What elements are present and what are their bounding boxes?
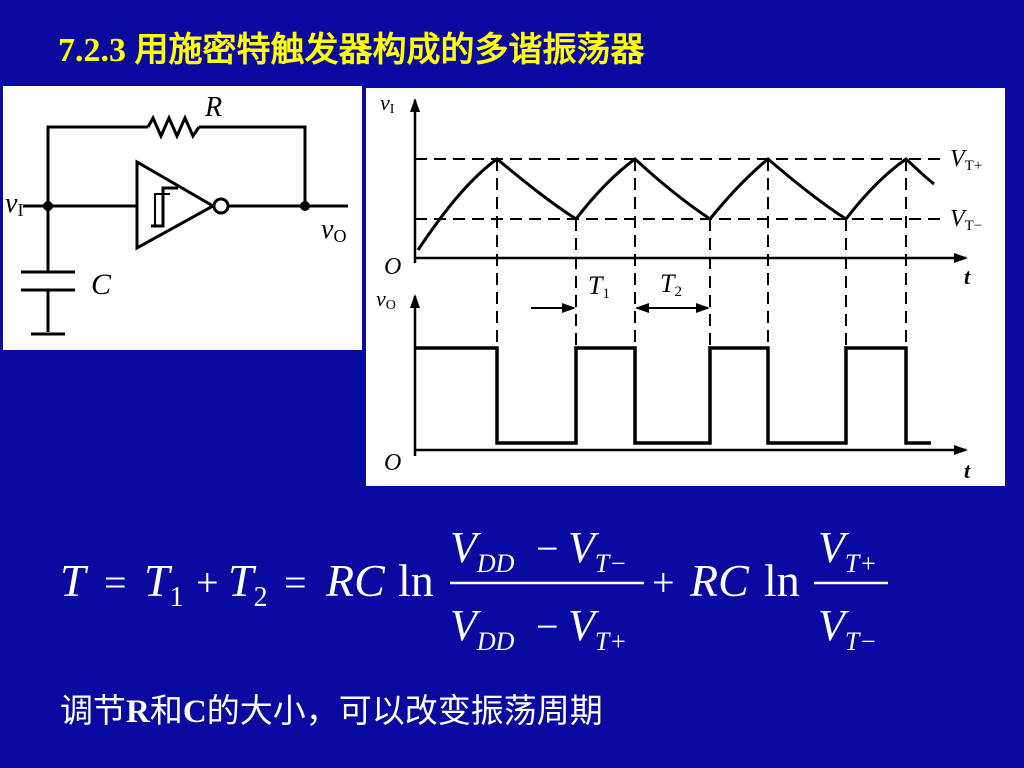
svg-text:=: =	[104, 560, 127, 605]
circuit-diagram: R C vI vO	[3, 86, 362, 350]
t-bottom-label: t	[964, 458, 971, 483]
resistor-label: R	[204, 92, 222, 123]
svg-text:VT−: VT−	[568, 523, 627, 578]
svg-text:T2: T2	[228, 555, 268, 613]
footer-note: 调节R和C的大小，可以改变振荡周期	[60, 694, 603, 730]
waveform-diagram: vI vO O O t t VT+ VT− T1 T2	[366, 88, 1005, 486]
input-label: vI	[5, 188, 23, 220]
t2-label: T2	[660, 269, 682, 300]
formula-T: T	[60, 555, 89, 606]
slide-title: 7.2.3 用施密特触发器构成的多谐振荡器	[58, 32, 645, 69]
feedback-wire-left	[46, 125, 148, 206]
svg-text:ln: ln	[764, 555, 800, 606]
period-formula: T = T1 + T2 = RC ln VDD − VT− VDD − VT+ …	[0, 510, 1024, 670]
svg-text:+: +	[196, 560, 219, 605]
svg-text:−: −	[536, 604, 559, 649]
svg-text:VT+: VT+	[568, 601, 627, 656]
t-top-label: t	[964, 264, 971, 289]
svg-text:=: =	[284, 560, 307, 605]
schmitt-inverter	[135, 159, 217, 251]
svg-text:VT−: VT−	[818, 601, 877, 656]
resistor-symbol	[146, 114, 201, 140]
feedback-wire-right	[199, 125, 307, 206]
t1-label: T1	[588, 271, 610, 302]
inverter-bubble	[212, 197, 230, 215]
svg-text:VT+: VT+	[818, 523, 877, 578]
svg-text:RC: RC	[689, 555, 750, 606]
svg-text:+: +	[652, 560, 675, 605]
svg-text:VDD: VDD	[450, 601, 515, 656]
hysteresis-symbol	[151, 186, 178, 228]
vt-minus-label: VT−	[950, 206, 982, 234]
svg-text:ln: ln	[398, 555, 434, 606]
origin-bottom-label: O	[384, 450, 401, 476]
svg-text:RC: RC	[325, 555, 386, 606]
vi-waveform	[416, 157, 935, 251]
vo-axis-label: vO	[376, 286, 396, 313]
vt-plus-label: VT+	[950, 146, 982, 174]
vo-waveform	[415, 346, 931, 445]
output-node	[300, 201, 310, 211]
input-node	[43, 201, 53, 211]
svg-text:VDD: VDD	[450, 523, 515, 578]
capacitor-label: C	[91, 268, 112, 301]
output-label: vO	[321, 214, 346, 246]
origin-top-label: O	[384, 254, 401, 280]
vi-axis-label: vI	[380, 90, 395, 117]
svg-text:−: −	[536, 526, 559, 571]
svg-text:T1: T1	[144, 555, 184, 613]
